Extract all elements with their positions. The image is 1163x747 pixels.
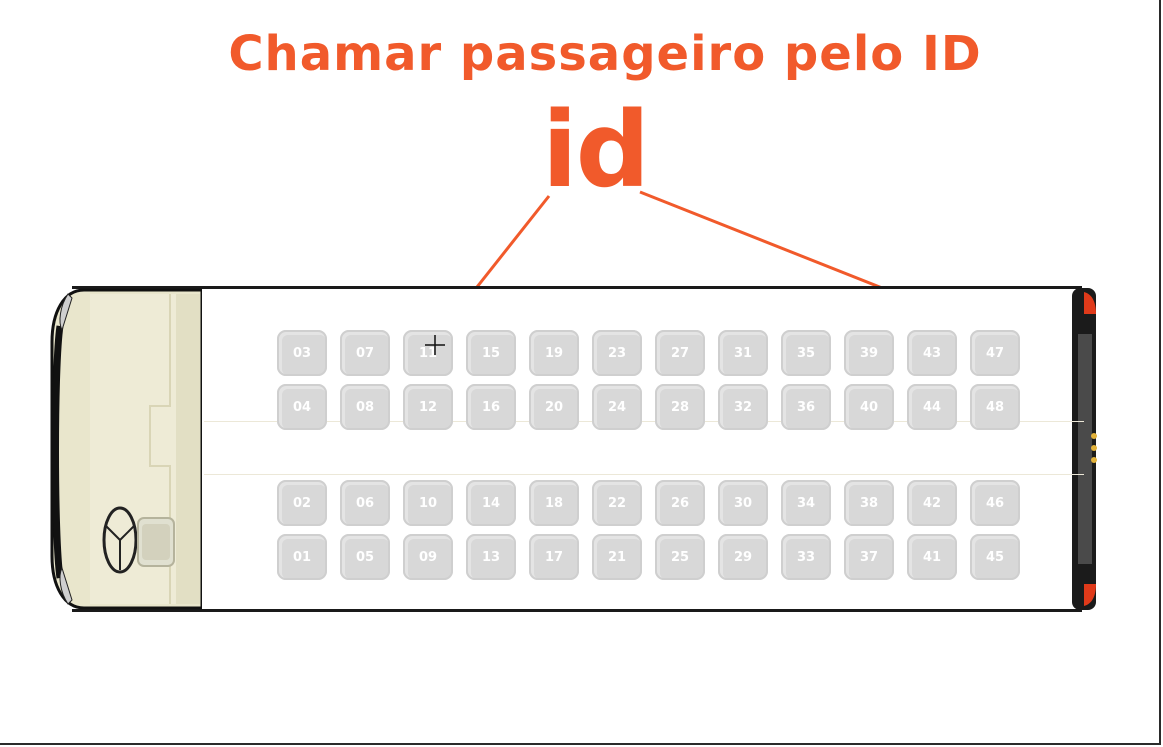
aisle-divider-top [204,421,1084,422]
seat[interactable]: 37 [844,534,894,580]
seat[interactable]: 11 [403,330,453,376]
seat[interactable]: 29 [718,534,768,580]
seat[interactable]: 23 [592,330,642,376]
seat[interactable]: 36 [781,384,831,430]
seat[interactable]: 10 [403,480,453,526]
aisle-divider-bottom [204,474,1084,475]
seat[interactable]: 19 [529,330,579,376]
seat[interactable]: 15 [466,330,516,376]
seat[interactable]: 42 [907,480,957,526]
seat[interactable]: 45 [970,534,1020,580]
seat[interactable]: 09 [403,534,453,580]
seat[interactable]: 07 [340,330,390,376]
seat[interactable]: 02 [277,480,327,526]
seat[interactable]: 32 [718,384,768,430]
seat[interactable]: 18 [529,480,579,526]
seat[interactable]: 47 [970,330,1020,376]
seat[interactable]: 26 [655,480,705,526]
seat[interactable]: 27 [655,330,705,376]
bus-rear [1072,288,1097,610]
seat[interactable]: 16 [466,384,516,430]
seat[interactable]: 08 [340,384,390,430]
seat[interactable]: 01 [277,534,327,580]
seat[interactable]: 05 [340,534,390,580]
seat[interactable]: 17 [529,534,579,580]
seat[interactable]: 21 [592,534,642,580]
seat[interactable]: 24 [592,384,642,430]
seat[interactable]: 46 [970,480,1020,526]
seat[interactable]: 22 [592,480,642,526]
seat[interactable]: 35 [781,330,831,376]
seat[interactable]: 40 [844,384,894,430]
page-title: Chamar passageiro pelo ID [228,26,982,82]
seat[interactable]: 33 [781,534,831,580]
seat[interactable]: 25 [655,534,705,580]
seat[interactable]: 38 [844,480,894,526]
seat[interactable]: 04 [277,384,327,430]
bus-front [50,288,202,610]
id-label: id [541,89,650,211]
seat[interactable]: 34 [781,480,831,526]
seat[interactable]: 03 [277,330,327,376]
seat[interactable]: 06 [340,480,390,526]
seat[interactable]: 44 [907,384,957,430]
seat[interactable]: 41 [907,534,957,580]
seat[interactable]: 20 [529,384,579,430]
seat[interactable]: 12 [403,384,453,430]
seat[interactable]: 39 [844,330,894,376]
seat[interactable]: 43 [907,330,957,376]
seat[interactable]: 13 [466,534,516,580]
seat[interactable]: 31 [718,330,768,376]
steering-wheel-icon [102,506,175,574]
seat[interactable]: 28 [655,384,705,430]
seat[interactable]: 30 [718,480,768,526]
crosshair-cursor-icon [425,335,445,355]
seat[interactable]: 14 [466,480,516,526]
seat[interactable]: 48 [970,384,1020,430]
